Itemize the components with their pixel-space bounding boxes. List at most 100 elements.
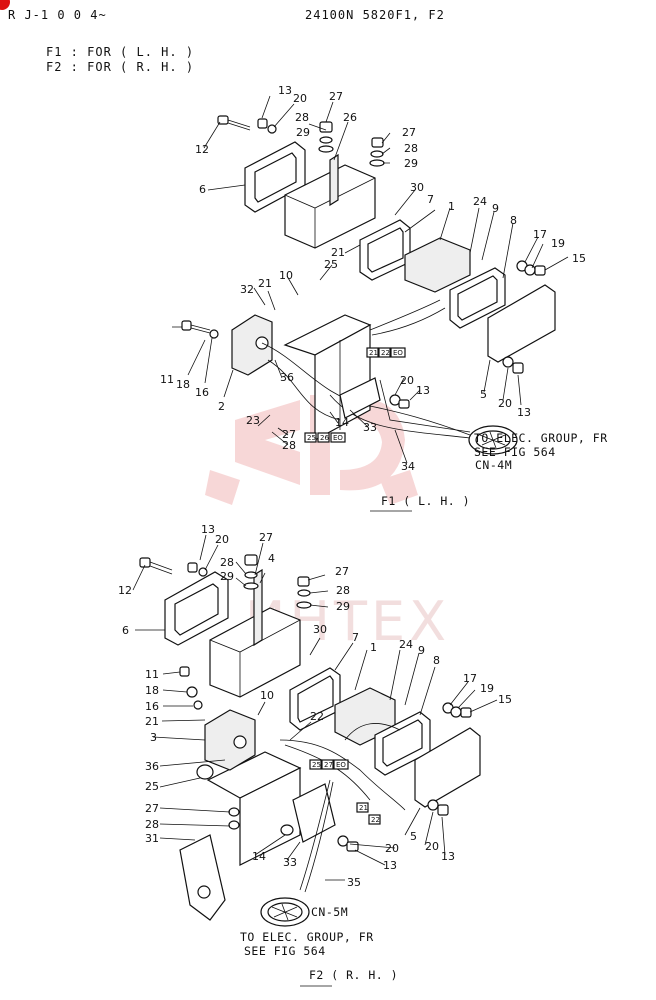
f2-caption: F2 ( R. H. ) <box>309 968 398 982</box>
svg-text:15: 15 <box>498 693 512 706</box>
svg-text:27: 27 <box>259 531 273 544</box>
svg-text:36: 36 <box>145 760 159 773</box>
svg-text:27: 27 <box>324 761 333 769</box>
svg-text:28: 28 <box>220 556 234 569</box>
svg-text:8: 8 <box>433 654 440 667</box>
svg-text:17: 17 <box>463 672 477 685</box>
gasket-8-f2 <box>374 711 431 776</box>
svg-text:29: 29 <box>336 600 350 613</box>
f2-reference-line2: SEE FIG 564 <box>244 944 326 958</box>
svg-text:22: 22 <box>381 349 390 357</box>
svg-text:35: 35 <box>347 876 361 889</box>
plate-33-f2 <box>292 783 336 843</box>
svg-text:29: 29 <box>220 570 234 583</box>
svg-text:20: 20 <box>498 397 512 410</box>
svg-text:27: 27 <box>402 126 416 139</box>
svg-text:4: 4 <box>268 552 275 565</box>
svg-text:14: 14 <box>252 850 266 863</box>
svg-text:28: 28 <box>336 584 350 597</box>
svg-text:5: 5 <box>480 388 487 401</box>
svg-text:13: 13 <box>441 850 455 863</box>
svg-text:25: 25 <box>307 434 316 442</box>
svg-text:20: 20 <box>400 374 414 387</box>
svg-text:24: 24 <box>399 638 413 651</box>
svg-text:7: 7 <box>352 631 359 644</box>
svg-text:36: 36 <box>280 371 294 384</box>
svg-text:13: 13 <box>201 523 215 536</box>
svg-text:8: 8 <box>510 214 517 227</box>
svg-text:20: 20 <box>385 842 399 855</box>
screw-13-f1 <box>389 356 524 409</box>
f1-connector-label: CN-4M <box>475 458 512 472</box>
wire-tags-f1: 21 22 EO 25 26 EO <box>304 347 406 443</box>
svg-text:28: 28 <box>295 111 309 124</box>
lamp-lens-7-f2 <box>289 667 341 731</box>
svg-text:12: 12 <box>195 143 209 156</box>
svg-text:26: 26 <box>320 434 329 442</box>
gasket-8 <box>449 267 506 329</box>
svg-text:9: 9 <box>418 644 425 657</box>
bolt-12 <box>217 115 251 131</box>
svg-text:3: 3 <box>150 731 157 744</box>
svg-text:13: 13 <box>517 406 531 419</box>
svg-text:EO: EO <box>333 434 343 442</box>
svg-text:25: 25 <box>145 780 159 793</box>
svg-text:17: 17 <box>533 228 547 241</box>
callouts-f1: 13 20 27 28 29 26 12 6 27 28 29 30 7 1 2… <box>160 84 586 473</box>
svg-text:28: 28 <box>404 142 418 155</box>
svg-text:16: 16 <box>145 700 159 713</box>
svg-text:27: 27 <box>335 565 349 578</box>
svg-text:29: 29 <box>296 126 310 139</box>
svg-text:27: 27 <box>282 428 296 441</box>
svg-text:13: 13 <box>383 859 397 872</box>
svg-text:18: 18 <box>176 378 190 391</box>
f1-reference-line2: SEE FIG 564 <box>474 445 556 459</box>
svg-text:21: 21 <box>369 349 378 357</box>
svg-text:24: 24 <box>473 195 487 208</box>
f1-caption: F1 ( L. H. ) <box>381 494 470 508</box>
svg-text:6: 6 <box>122 624 129 637</box>
plate-33 <box>339 377 381 419</box>
f2-reference-line1: TO ELEC. GROUP, FR <box>240 930 374 944</box>
model-range: R J-1 0 0 4~ <box>8 8 107 22</box>
svg-text:23: 23 <box>246 414 260 427</box>
svg-text:21: 21 <box>145 715 159 728</box>
svg-text:30: 30 <box>313 623 327 636</box>
svg-text:33: 33 <box>283 856 297 869</box>
svg-text:21: 21 <box>258 277 272 290</box>
svg-text:29: 29 <box>404 157 418 170</box>
svg-text:31: 31 <box>145 832 159 845</box>
svg-text:22: 22 <box>371 816 380 824</box>
nut-stack-top <box>257 118 385 167</box>
corner-marker <box>0 0 10 10</box>
diagram-f2: 25 27 EO 21 22 13 20 27 4 12 <box>118 523 512 987</box>
svg-text:11: 11 <box>145 668 159 681</box>
svg-text:EO: EO <box>393 349 403 357</box>
small-parts-f2 <box>179 666 449 852</box>
cover-plate-5 <box>487 284 556 363</box>
switch-3 <box>204 709 256 771</box>
svg-text:18: 18 <box>145 684 159 697</box>
screw-11 <box>181 320 219 339</box>
lamp-body-1 <box>404 237 471 293</box>
svg-text:30: 30 <box>410 181 424 194</box>
svg-text:EO: EO <box>336 761 346 769</box>
f2-connector-label: CN-5M <box>311 905 348 919</box>
callouts-f2: 13 20 27 4 12 28 29 27 28 29 6 30 7 24 9… <box>118 523 512 889</box>
svg-text:10: 10 <box>260 689 274 702</box>
nut-stack-right-f1 <box>516 260 546 276</box>
svg-text:13: 13 <box>416 384 430 397</box>
svg-text:19: 19 <box>480 682 494 695</box>
connector-cn-4m <box>468 425 518 455</box>
variant-f2-label: F2 : FOR ( R. H. ) <box>46 60 195 74</box>
svg-text:27: 27 <box>145 802 159 815</box>
svg-text:21: 21 <box>331 246 345 259</box>
svg-text:20: 20 <box>293 92 307 105</box>
svg-text:20: 20 <box>215 533 229 546</box>
svg-text:15: 15 <box>572 252 586 265</box>
connector-cn-5m <box>260 897 310 927</box>
svg-text:33: 33 <box>363 421 377 434</box>
svg-text:11: 11 <box>160 373 174 386</box>
lamp-lens-7 <box>359 219 411 281</box>
